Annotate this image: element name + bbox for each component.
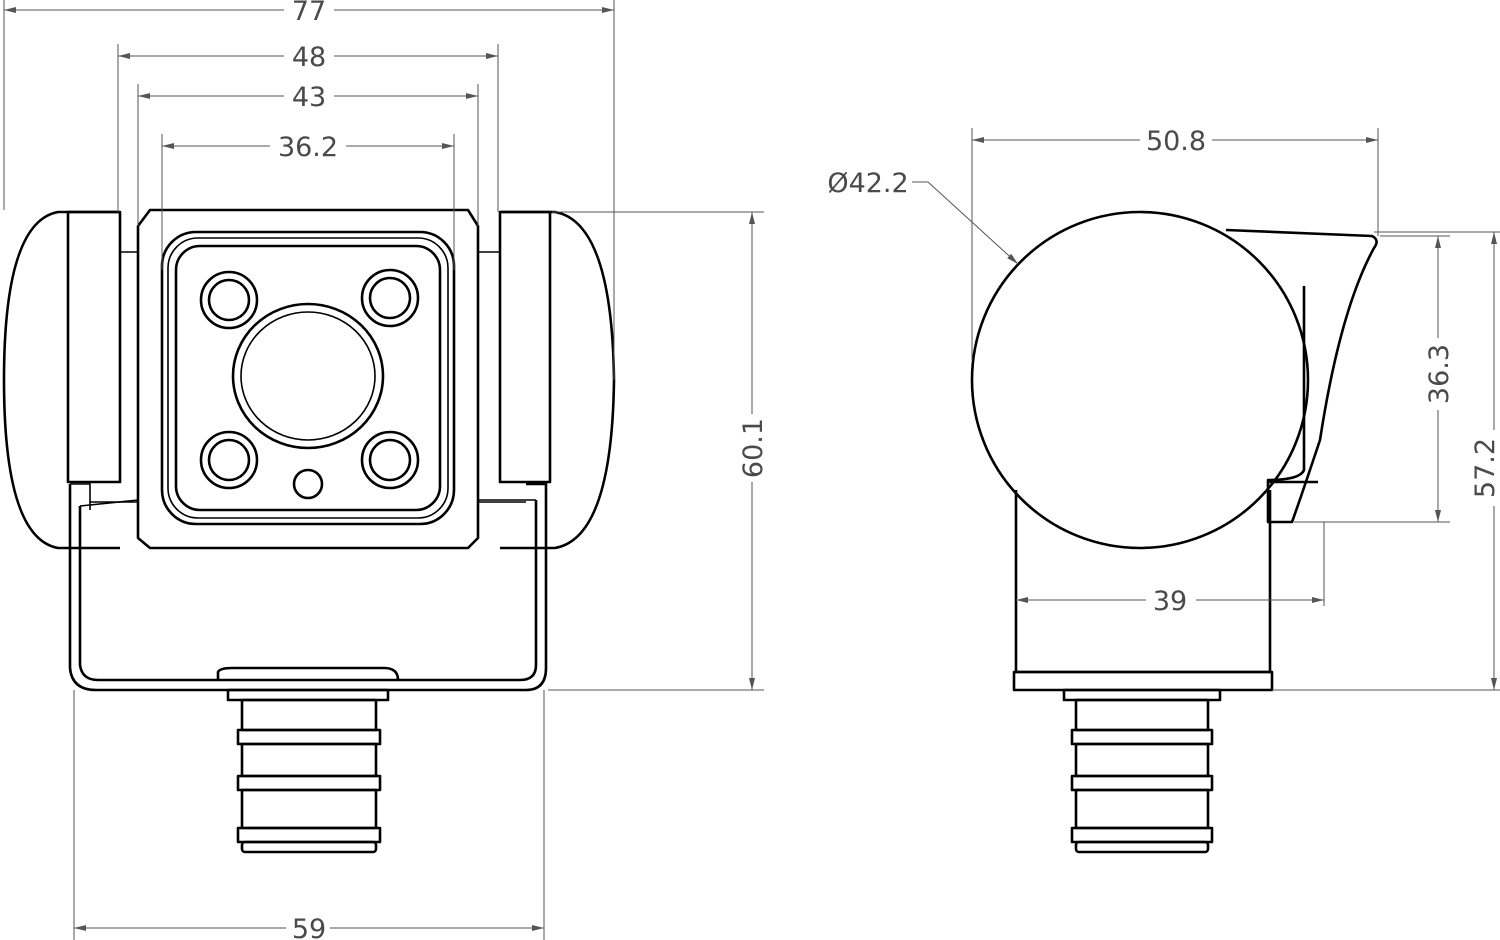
dim-ball-diameter: Ø42.2 (827, 168, 908, 199)
ir-led-top-right (360, 268, 420, 328)
camera-ball (970, 210, 1310, 550)
dim-lens-window: 36.2 (278, 132, 338, 163)
dim-total-height: 57.2 (1470, 438, 1500, 498)
dim-housing-width: 43 (292, 82, 326, 113)
dim-shield-width: 48 (292, 42, 326, 73)
left-side-pad (2, 210, 122, 550)
dim-depth: 50.8 (1146, 126, 1206, 157)
right-side-pad (498, 210, 616, 550)
dim-bracket-width: 59 (292, 914, 326, 940)
side-view: 50.8 Ø42.2 36.3 57.2 39 (827, 126, 1500, 854)
dim-visor-height: 36.3 (1424, 344, 1455, 404)
ir-led-bottom-right (360, 430, 420, 490)
mounting-bracket (68, 482, 548, 692)
front-dimensions: 77 48 43 36.2 60.1 (3, 0, 769, 940)
camera-housing (120, 208, 500, 550)
light-sensor (292, 468, 324, 500)
side-cable-connector (1062, 688, 1222, 854)
ir-led-top-left (199, 270, 259, 330)
ir-led-bottom-left (199, 430, 259, 490)
camera-lens (231, 302, 385, 450)
dim-height: 60.1 (738, 418, 769, 478)
sun-visor (1225, 228, 1378, 524)
cable-connector (216, 666, 400, 854)
side-dimensions: 50.8 Ø42.2 36.3 57.2 39 (827, 126, 1500, 691)
dim-base-width: 39 (1153, 586, 1187, 617)
dim-overall-width: 77 (292, 0, 326, 27)
front-view: 77 48 43 36.2 60.1 (2, 0, 769, 940)
